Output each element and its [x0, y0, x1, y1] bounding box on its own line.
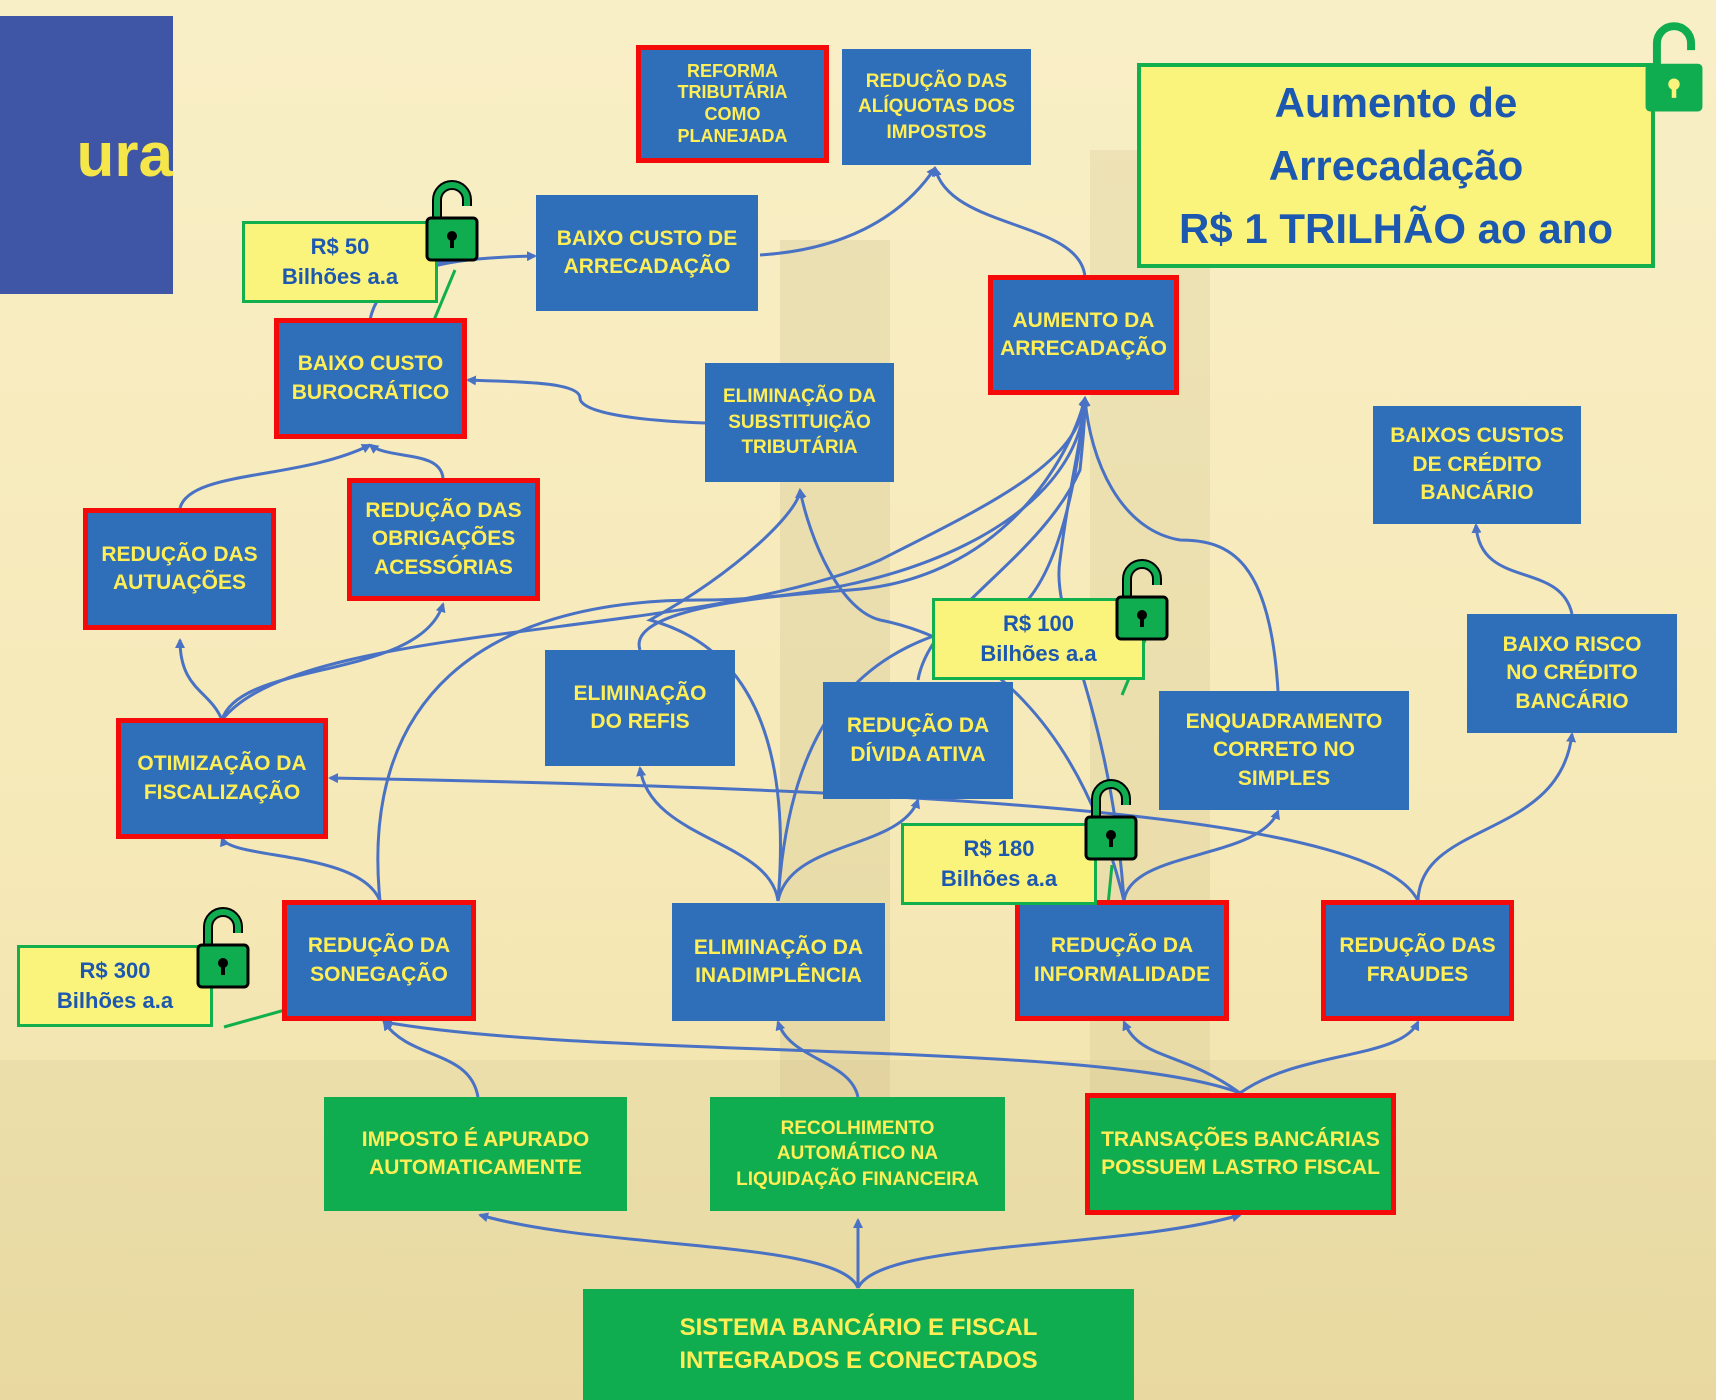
node-imposto-apurado: IMPOSTO É APURADO AUTOMATICAMENTE	[324, 1097, 627, 1211]
link-enquadramento-aumento	[1080, 396, 1280, 692]
money-tag-100: R$ 100 Bilhões a.a	[932, 598, 1145, 680]
node-eliminacao-inadimplencia: ELIMINAÇÃO DA INADIMPLÊNCIA	[672, 903, 885, 1021]
link-informalidade-st	[796, 488, 1126, 902]
link-informalidade-enquadramento	[1122, 809, 1280, 902]
node-baixos-custos-credito: BAIXOS CUSTOS DE CRÉDITO BANCÁRIO	[1373, 406, 1581, 524]
leader-m180-line	[1106, 864, 1114, 906]
lock-open-icon	[196, 907, 250, 989]
node-sistema: SISTEMA BANCÁRIO E FISCAL INTEGRADOS E C…	[583, 1289, 1134, 1400]
node-enquadramento: ENQUADRAMENTO CORRETO NO SIMPLES	[1159, 691, 1409, 810]
link-refis-aumento	[637, 396, 1088, 651]
link-otimizacao-autuacoes	[175, 638, 224, 721]
link-sistema-transacoes	[856, 1212, 1242, 1289]
link-transacoes-sonegacao	[382, 1018, 1241, 1095]
node-recolhimento: RECOLHIMENTO AUTOMÁTICO NA LIQUIDAÇÃO FI…	[710, 1097, 1005, 1211]
lock-open-icon	[1084, 779, 1138, 861]
headline-box: Aumento de Arrecadação R$ 1 TRILHÃO ao a…	[1137, 63, 1655, 268]
node-eliminacao-st: ELIMINAÇÃO DA SUBSTITUIÇÃO TRIBUTÁRIA	[705, 363, 894, 482]
money-tag-50: R$ 50 Bilhões a.a	[242, 221, 438, 303]
link-aumento-aliquotas	[932, 166, 1087, 278]
node-reducao-divida: REDUÇÃO DA DÍVIDA ATIVA	[823, 682, 1013, 799]
money-tag-300: R$ 300 Bilhões a.a	[17, 945, 213, 1027]
node-reducao-autuacoes: REDUÇÃO DAS AUTUAÇÕES	[83, 508, 276, 630]
node-eliminacao-refis: ELIMINAÇÃO DO REFIS	[545, 650, 735, 766]
node-baixo-custo-arrecadacao: BAIXO CUSTO DE ARRECADAÇÃO	[536, 195, 758, 311]
link-sonegacao-otimizacao	[220, 836, 382, 902]
link-sistema-imposto	[478, 1212, 860, 1289]
node-reducao-aliquotas: REDUÇÃO DAS ALÍQUOTAS DOS IMPOSTOS	[842, 49, 1031, 165]
link-otimizacao-obrigacoes	[220, 602, 446, 721]
node-reducao-fraudes: REDUÇÃO DAS FRAUDES	[1321, 900, 1514, 1021]
link-inadimplencia-refis	[636, 766, 780, 902]
node-aumento-arrecadacao: AUMENTO DA ARRECADAÇÃO	[988, 275, 1179, 395]
node-reducao-obrigacoes: REDUÇÃO DAS OBRIGAÇÕES ACESSÓRIAS	[347, 478, 540, 601]
node-baixo-custo-burocratico: BAIXO CUSTO BUROCRÁTICO	[274, 318, 467, 439]
link-custo-aliquotas	[759, 166, 937, 257]
link-informalidade-aumento	[1057, 396, 1126, 902]
lock-open-icon	[1115, 559, 1169, 641]
title-fragment: ura	[76, 120, 173, 190]
node-reducao-informalidade: REDUÇÃO DA INFORMALIDADE	[1015, 900, 1229, 1021]
link-inadimplencia-divida	[776, 798, 920, 902]
title-tile: ura	[0, 16, 173, 294]
node-transacoes: TRANSAÇÕES BANCÁRIAS POSSUEM LASTRO FISC…	[1085, 1093, 1396, 1215]
link-fraudes-otimizacao	[328, 773, 1420, 902]
node-reducao-sonegacao: REDUÇÃO DA SONEGAÇÃO	[282, 900, 476, 1021]
leader-m300-line	[223, 1008, 286, 1029]
link-obrigacoes-burocratico	[368, 443, 445, 479]
link-imposto-sonegacao	[382, 1020, 480, 1098]
lock-open-icon	[425, 180, 479, 262]
node-baixo-risco: BAIXO RISCO NO CRÉDITO BANCÁRIO	[1467, 614, 1677, 733]
node-reforma: REFORMA TRIBUTÁRIA COMO PLANEJADA	[636, 45, 829, 163]
lock-open-icon	[1645, 22, 1703, 112]
node-otimizacao: OTIMIZAÇÃO DA FISCALIZAÇÃO	[116, 718, 328, 839]
link-transacoes-informalidade	[1122, 1020, 1241, 1095]
link-transacoes-fraudes	[1239, 1020, 1420, 1095]
link-inadimplencia-st	[646, 488, 805, 902]
money-tag-180: R$ 180 Bilhões a.a	[901, 823, 1097, 905]
link-recolhimento-inadimplencia	[775, 1020, 860, 1098]
link-risco-credito	[1471, 523, 1574, 615]
link-otimizacao-aumento	[220, 396, 1090, 721]
link-fraudes-risco	[1416, 732, 1577, 902]
leader-m50-line	[432, 269, 457, 321]
link-st-burocratico	[466, 375, 706, 425]
link-autuacoes-burocratico	[178, 443, 372, 509]
